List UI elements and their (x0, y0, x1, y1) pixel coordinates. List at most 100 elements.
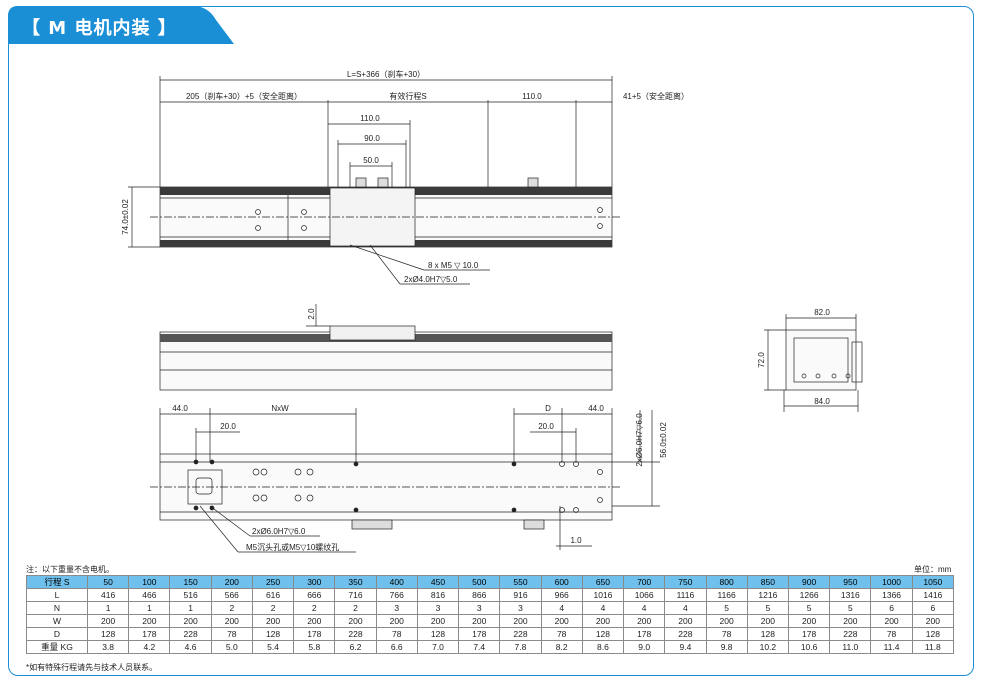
dim-hole-span-3: 50.0 (363, 156, 379, 165)
table-cell: 78 (375, 627, 418, 641)
dim-right-offset: 44.0 (588, 404, 604, 413)
dim-d: D (545, 404, 551, 413)
table-cell: 766 (375, 588, 418, 602)
table-cell: 3.8 (86, 640, 130, 654)
row-label: 重量 KG (26, 640, 88, 654)
table-cell: 11.4 (870, 640, 913, 654)
table-cell: 9.8 (705, 640, 748, 654)
table-cell: 178 (623, 627, 666, 641)
table-cell: 200 (787, 614, 831, 628)
section-title: 【 M 电机内装 】 (22, 18, 177, 39)
table-cell: 128 (746, 627, 789, 641)
table-cell: 966 (540, 588, 583, 602)
dim-hole-span-2: 90.0 (364, 134, 380, 143)
table-cell: 228 (334, 627, 377, 641)
callout-threads: 8 x M5 ▽ 10.0 (428, 261, 479, 270)
dim-left-offset: 44.0 (172, 404, 188, 413)
table-cell: 128 (581, 627, 625, 641)
table-cell: 200 (169, 614, 212, 628)
table-cell: 200 (251, 614, 295, 628)
table-cell: 600 (540, 575, 583, 589)
table-cell: 1116 (664, 588, 707, 602)
table-cell: 4 (540, 601, 583, 615)
table-cell: 750 (664, 575, 707, 589)
weight-note: 注：以下重量不含电机。 (26, 565, 114, 574)
dim-carriage-span: 110.0 (522, 92, 542, 101)
table-cell: 228 (829, 627, 872, 641)
table-cell: 4.2 (128, 640, 171, 654)
table-cell: 200 (458, 614, 501, 628)
table-cell: 916 (499, 588, 542, 602)
table-cell: 50 (86, 575, 130, 589)
table-cell: 200 (664, 614, 707, 628)
table-cell: 2 (251, 601, 295, 615)
table-cell: 78 (705, 627, 748, 641)
row-label: 行程 S (26, 575, 88, 589)
table-cell: 1 (169, 601, 212, 615)
table-cell: 1166 (705, 588, 748, 602)
table-cell: 10.6 (787, 640, 831, 654)
table-cell: 128 (416, 627, 460, 641)
dim-right-segment: 41+5（安全距离） (623, 91, 689, 101)
table-cell: 78 (210, 627, 253, 641)
table-cell: 3 (458, 601, 501, 615)
table-cell: 150 (169, 575, 212, 589)
table-cell: 250 (251, 575, 295, 589)
table-cell: 1216 (746, 588, 789, 602)
table-cell: 5 (705, 601, 748, 615)
table-cell: 650 (581, 575, 625, 589)
table-cell: 1 (128, 601, 171, 615)
callout-pins: 2xØ4.0H7▽5.0 (404, 275, 458, 284)
table-cell: 2 (334, 601, 377, 615)
dim-overall-length: L=S+366（刹车+30） (347, 69, 425, 79)
table-cell: 416 (86, 588, 130, 602)
table-cell: 128 (911, 627, 955, 641)
page-frame (8, 6, 974, 676)
table-cell: 1366 (870, 588, 913, 602)
table-cell: 950 (829, 575, 872, 589)
table-cell: 1016 (581, 588, 625, 602)
dim-end-width-bottom: 84.0 (814, 397, 830, 406)
table-cell: 6 (911, 601, 955, 615)
dim-base-height: 56.0±0.02 (659, 422, 668, 458)
table-cell: 200 (911, 614, 955, 628)
table-cell: 2 (293, 601, 336, 615)
callout-bottom-pins: 2xØ6.0H7▽6.0 (252, 527, 306, 536)
table-cell: 5.0 (210, 640, 253, 654)
dim-left-segment: 205（刹车+30）+5（安全距离） (186, 91, 302, 101)
dim-gap: 1.0 (570, 536, 582, 545)
table-cell: 128 (86, 627, 130, 641)
table-cell: 228 (169, 627, 212, 641)
callout-bottom-holes: M5沉头孔或M5▽10螺纹孔 (246, 542, 339, 552)
table-cell: 200 (870, 614, 913, 628)
table-cell: 78 (540, 627, 583, 641)
row-label: L (26, 588, 88, 602)
table-cell: 5 (746, 601, 789, 615)
dim-end-width-top: 82.0 (814, 308, 830, 317)
table-cell: 850 (746, 575, 789, 589)
table-cell: 178 (787, 627, 831, 641)
dim-pin-offset-right: 20.0 (538, 422, 554, 431)
table-cell: 200 (210, 575, 253, 589)
table-cell: 78 (870, 627, 913, 641)
dim-pin-spec-vertical: 2xØ6.0H7▽6.0 (635, 413, 644, 467)
table-cell: 6 (870, 601, 913, 615)
table-cell: 4.6 (169, 640, 212, 654)
table-cell: 200 (86, 614, 130, 628)
dim-stroke: 有效行程S (389, 91, 426, 101)
table-cell: 200 (540, 614, 583, 628)
table-cell: 3 (499, 601, 542, 615)
table-cell: 200 (416, 614, 460, 628)
table-cell: 8.6 (581, 640, 625, 654)
table-cell: 3 (375, 601, 418, 615)
dim-side-offset: 2.0 (307, 308, 316, 320)
table-cell: 200 (293, 614, 336, 628)
table-cell: 200 (746, 614, 789, 628)
table-cell: 716 (334, 588, 377, 602)
